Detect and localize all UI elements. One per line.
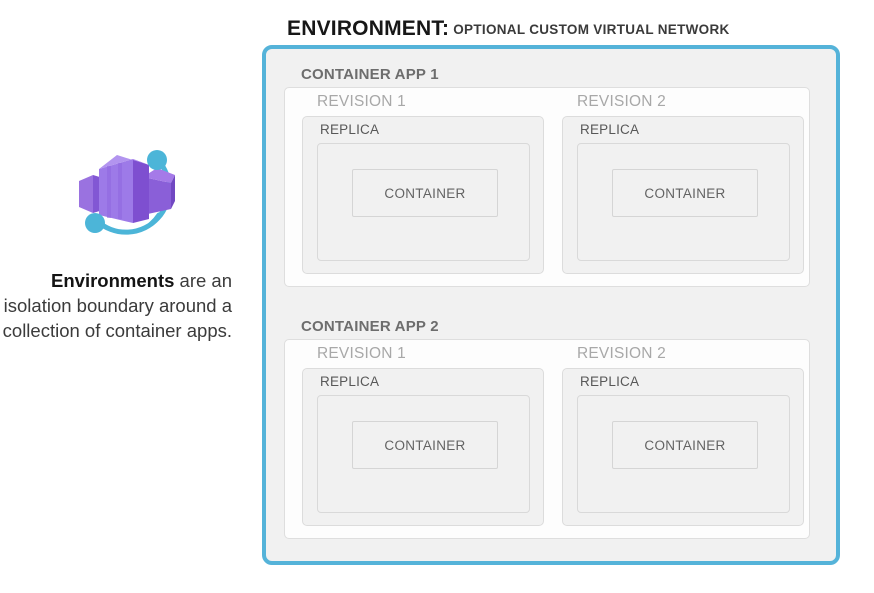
app-2-revision-1-container-label: CONTAINER	[384, 437, 466, 453]
app-2-revision-2-container: CONTAINER	[612, 421, 758, 469]
container-app-1: CONTAINER APP 1 REVISION 1 REPLICA CONTA…	[284, 66, 810, 287]
app-1-revision-2-replica: REPLICA CONTAINER	[577, 122, 790, 261]
app-1-revision-2-label: REVISION 2	[577, 93, 666, 110]
app-2-revision-2-replica: REPLICA CONTAINER	[577, 374, 790, 513]
left-panel: Environments are an isolation boundary a…	[0, 130, 252, 343]
app-2-revision-2-replica-label: REPLICA	[580, 374, 640, 389]
orbit-dot-top	[147, 150, 167, 170]
app-1-revision-1-container: CONTAINER	[352, 169, 498, 217]
app-1-revision-1-replica-label: REPLICA	[320, 122, 380, 137]
app-2-revision-2: REVISION 2 REPLICA CONTAINER	[562, 345, 804, 526]
app-1-revision-1: REVISION 1 REPLICA CONTAINER	[302, 93, 544, 274]
title-sub: OPTIONAL CUSTOM VIRTUAL NETWORK	[453, 22, 730, 37]
app-2-revision-2-label: REVISION 2	[577, 345, 666, 362]
app-1-revision-1-replica: REPLICA CONTAINER	[317, 122, 530, 261]
app-2-revision-1-label: REVISION 1	[317, 345, 406, 362]
app-2-revision-1-replica-label: REPLICA	[320, 374, 380, 389]
environment-box: CONTAINER APP 1 REVISION 1 REPLICA CONTA…	[262, 45, 840, 565]
app-2-revision-1-replica: REPLICA CONTAINER	[317, 374, 530, 513]
app-2-revision-1: REVISION 1 REPLICA CONTAINER	[302, 345, 544, 526]
orbit-arc-tail	[148, 212, 162, 227]
caption-rest: are an isolation boundary around a colle…	[2, 270, 232, 341]
app-2-revision-2-container-label: CONTAINER	[644, 437, 726, 453]
caption-bold: Environments	[51, 270, 175, 291]
container-app-2-label: CONTAINER APP 2	[301, 318, 439, 335]
core-front	[99, 159, 133, 223]
orbit-dot-bottom	[85, 213, 105, 233]
app-1-revision-2: REVISION 2 REPLICA CONTAINER	[562, 93, 804, 274]
app-1-revision-1-label: REVISION 1	[317, 93, 406, 110]
core-top	[99, 155, 149, 169]
slab-right-top	[143, 168, 175, 183]
app-1-revision-2-replica-label: REPLICA	[580, 122, 640, 137]
slab-right	[143, 177, 171, 215]
azure-container-apps-icon	[79, 150, 175, 235]
app-1-revision-2-container: CONTAINER	[612, 169, 758, 217]
core-rib-1	[107, 166, 111, 218]
app-2-revision-1-container: CONTAINER	[352, 421, 498, 469]
container-app-2: CONTAINER APP 2 REVISION 1 REPLICA CONTA…	[284, 318, 810, 539]
caption-text: Environments are an isolation boundary a…	[0, 268, 252, 343]
slab-right-side	[171, 175, 175, 209]
logo-wrap	[0, 130, 252, 250]
core-side	[133, 159, 149, 223]
environment-title: ENVIRONMENT:OPTIONAL CUSTOM VIRTUAL NETW…	[287, 17, 730, 41]
app-1-revision-1-container-label: CONTAINER	[384, 185, 466, 201]
app-1-revision-2-container-label: CONTAINER	[644, 185, 726, 201]
core-rib-2	[118, 163, 122, 219]
container-app-1-label: CONTAINER APP 1	[301, 66, 439, 83]
title-main: ENVIRONMENT:	[287, 17, 450, 40]
slab-left	[79, 175, 93, 213]
